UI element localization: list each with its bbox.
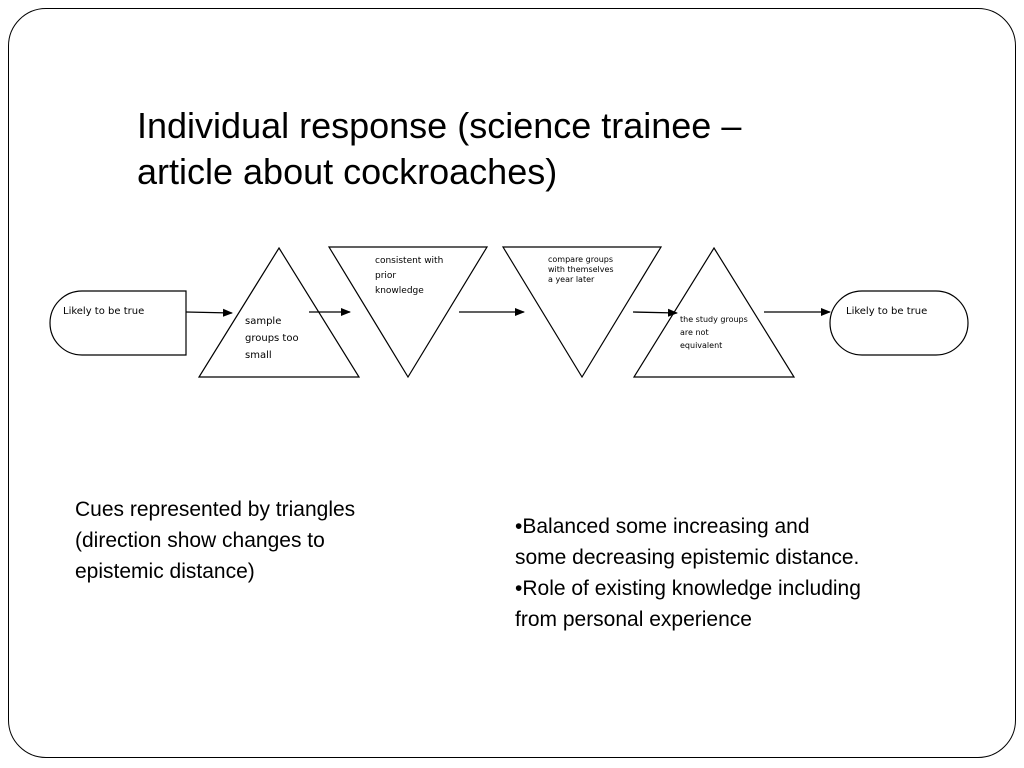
- cue-label-line: groups too: [245, 333, 299, 344]
- cue-label-line: equivalent: [680, 341, 723, 350]
- cue-label-line: small: [245, 350, 272, 361]
- note-left-line: (direction show changes to: [75, 529, 325, 552]
- cue-label-line: with themselves: [548, 265, 614, 274]
- note-left: Cues represented by triangles (direction…: [75, 494, 435, 587]
- cue-triangle-down: [501, 246, 663, 379]
- note-right-line: some decreasing epistemic distance.: [515, 546, 860, 569]
- flow-arrow: [185, 308, 233, 317]
- cue-label-line: consistent with: [375, 256, 444, 266]
- title-line-2: article about cockroaches): [137, 151, 558, 192]
- cue-triangle-down: [327, 246, 489, 379]
- note-right-line: •Role of existing knowledge including: [515, 577, 861, 600]
- cue-label-compare-groups: compare groups with themselves a year la…: [548, 255, 614, 285]
- cue-label-line: the study groups: [680, 315, 748, 324]
- cue-label-prior-knowledge: consistent with prior knowledge: [375, 254, 443, 299]
- cue-label-line: knowledge: [375, 286, 424, 296]
- end-label: Likely to be true: [846, 306, 928, 317]
- cue-label-sample-size: sample groups too small: [245, 313, 299, 364]
- cue-label-line: sample: [245, 316, 282, 327]
- title-line-1: Individual response (science trainee –: [137, 105, 742, 146]
- note-right-line: •Balanced some increasing and: [515, 515, 810, 538]
- note-left-line: epistemic distance): [75, 560, 255, 583]
- slide-frame: [8, 8, 1016, 758]
- cue-label-line: compare groups: [548, 255, 614, 264]
- start-label: Likely to be true: [63, 306, 145, 317]
- flow-arrow: [632, 308, 678, 317]
- cue-label-line: prior: [375, 271, 397, 281]
- cue-label-line: are not: [680, 328, 709, 337]
- note-left-line: Cues represented by triangles: [75, 498, 356, 521]
- cue-label-groups-not-equivalent: the study groups are not equivalent: [680, 313, 748, 352]
- start-terminal: [49, 290, 187, 356]
- note-right: •Balanced some increasing and some decre…: [515, 511, 955, 635]
- slide-title: Individual response (science trainee – a…: [137, 103, 897, 195]
- end-terminal: [829, 290, 969, 356]
- note-right-line: from personal experience: [515, 608, 752, 631]
- cue-label-line: a year later: [548, 275, 595, 284]
